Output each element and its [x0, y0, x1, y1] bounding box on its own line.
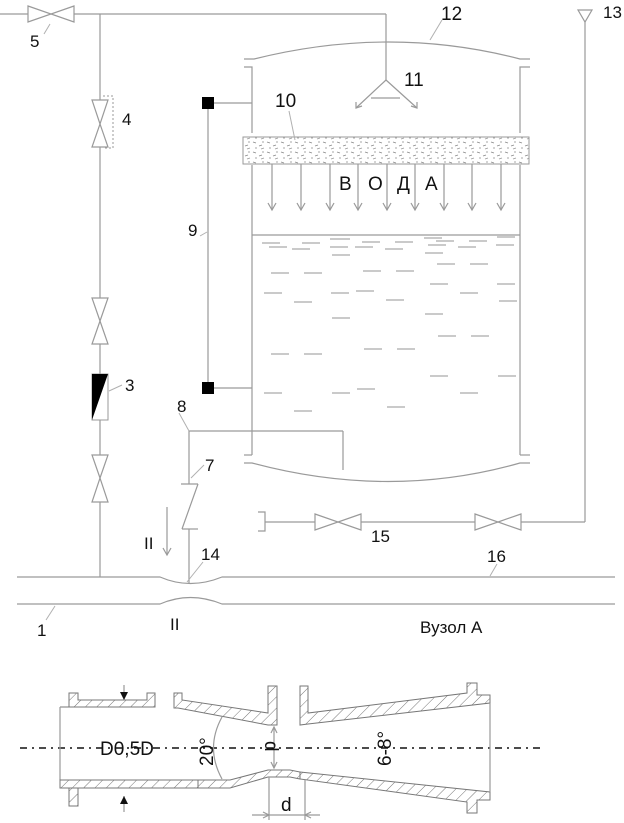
check-valve-7-icon[interactable]: [181, 464, 205, 583]
flowmeter-3-icon: [91, 373, 123, 421]
flow-arrow-icon: [162, 507, 172, 557]
valve-vertical-icon[interactable]: [91, 297, 109, 345]
label-8: 8: [177, 397, 186, 416]
label-5: 5: [30, 32, 39, 51]
sprinkler-11-icon: [355, 79, 418, 109]
section-mark-top: II: [144, 534, 153, 553]
section-mark-bottom: II: [170, 615, 179, 634]
inlet-ratio-label: D0,5D: [100, 739, 154, 760]
angle-label: 20°: [197, 737, 218, 766]
svg-text:Д: Д: [397, 174, 410, 195]
svg-text:А: А: [425, 174, 438, 195]
water-label: В О Д А: [339, 174, 438, 195]
vent-13-icon: [576, 9, 594, 24]
drain-valve-2-icon[interactable]: [474, 513, 522, 531]
valve-4-icon[interactable]: [91, 95, 114, 149]
tank-walls: [244, 66, 530, 483]
label-14: 14: [201, 545, 220, 564]
throat-label: d: [260, 741, 281, 752]
diffuser-angle-label: 6-8°: [375, 731, 396, 766]
valve-vertical-lower-icon[interactable]: [91, 454, 109, 503]
label-16: 16: [487, 547, 506, 566]
label-3: 3: [125, 376, 134, 395]
throat-length-label: d: [281, 795, 292, 816]
svg-text:О: О: [368, 174, 383, 195]
label-9: 9: [188, 221, 197, 240]
label-15: 15: [371, 527, 390, 546]
filter-layer-10: [242, 110, 530, 165]
label-1: 1: [37, 621, 46, 640]
label-7: 7: [205, 456, 214, 475]
node-title: Вузол А: [420, 618, 483, 637]
overflow-pipe-8: [178, 412, 344, 484]
label-4: 4: [122, 110, 131, 129]
tank-lid-12: [244, 19, 530, 60]
valve-5-icon[interactable]: [27, 5, 75, 35]
water-flow-arrows: [267, 164, 506, 212]
nozzle-detail: [20, 682, 545, 820]
main-pipe: [17, 561, 615, 621]
label-10: 10: [275, 91, 296, 112]
svg-text:В: В: [339, 174, 352, 195]
label-12: 12: [441, 4, 462, 25]
top-supply-line: [0, 13, 387, 80]
label-11: 11: [404, 70, 424, 91]
water-body: [252, 234, 520, 412]
label-13: 13: [603, 3, 622, 22]
drain-line-15: [258, 22, 586, 532]
level-gauge-9-icon: [199, 97, 252, 394]
drain-valve-icon[interactable]: [314, 513, 362, 531]
